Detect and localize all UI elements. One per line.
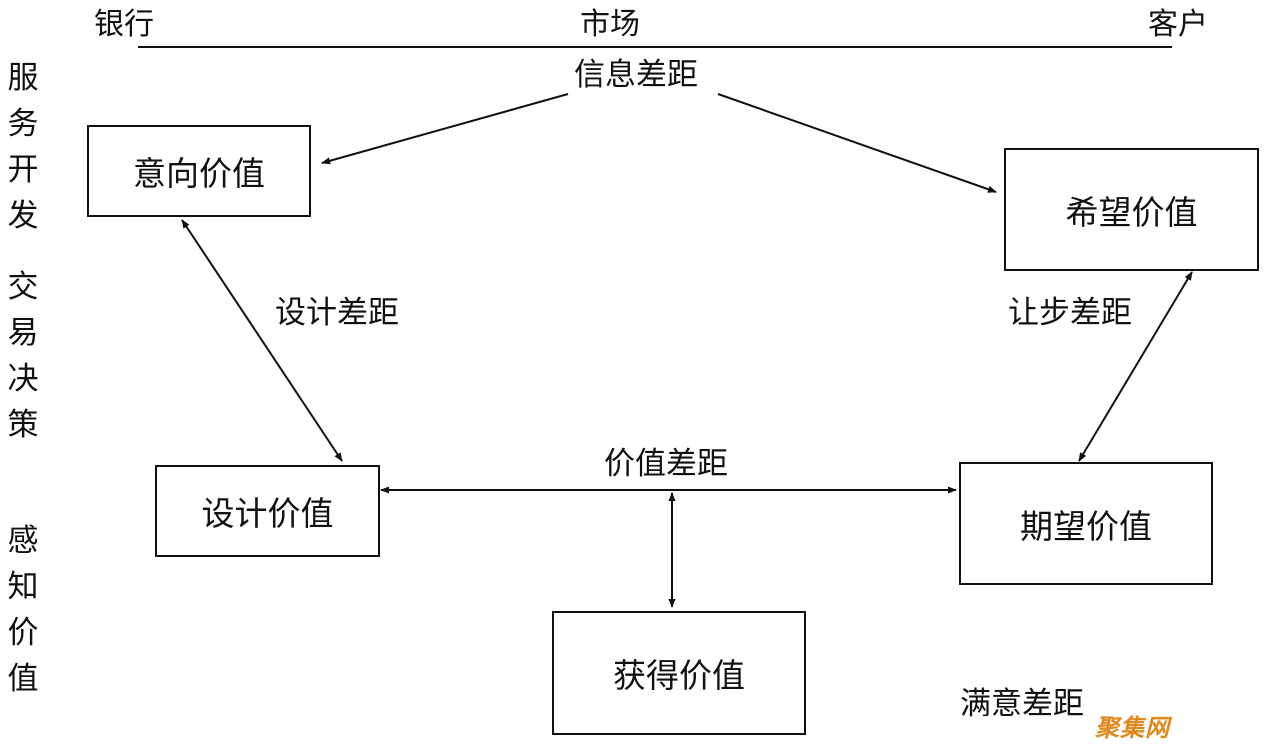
side-char: 易 [7, 315, 39, 351]
arrow-design-gap [181, 219, 343, 462]
box-obtained-value: 获得价值 [552, 611, 806, 735]
side-label-transaction-decision: 交 易 决 策 [6, 264, 40, 448]
side-char: 决 [7, 361, 39, 397]
arrow-concession-gap [1078, 271, 1193, 462]
label-design-gap: 设计差距 [275, 295, 399, 331]
side-char: 服 [7, 60, 39, 96]
side-char: 策 [7, 407, 39, 443]
side-char: 交 [7, 269, 39, 305]
label-satisfaction-gap: 满意差距 [960, 686, 1084, 722]
box-intended-value: 意向价值 [87, 125, 311, 217]
watermark-logo: 聚集网 [1095, 714, 1170, 742]
side-char: 感 [7, 523, 39, 559]
box-hoped-value: 希望价值 [1004, 148, 1259, 271]
side-char: 务 [7, 106, 39, 142]
side-char: 值 [7, 661, 39, 697]
side-char: 价 [7, 615, 39, 651]
label-information-gap: 信息差距 [574, 57, 698, 93]
header-bank: 银行 [94, 7, 154, 42]
side-label-perceived-value: 感 知 价 值 [6, 518, 40, 702]
arrow-info-to-hoped [717, 93, 997, 193]
box-expected-value: 期望价值 [959, 462, 1213, 585]
side-char: 发 [7, 198, 39, 234]
side-label-service-development: 服 务 开 发 [6, 55, 40, 239]
arrow-info-to-intended [321, 93, 569, 165]
label-concession-gap: 让步差距 [1008, 295, 1132, 331]
label-value-gap: 价值差距 [604, 446, 728, 482]
side-char: 知 [7, 569, 39, 605]
header-market: 市场 [580, 7, 640, 42]
box-designed-value: 设计价值 [155, 465, 380, 557]
header-customer: 客户 [1148, 7, 1208, 42]
side-char: 开 [7, 152, 39, 188]
